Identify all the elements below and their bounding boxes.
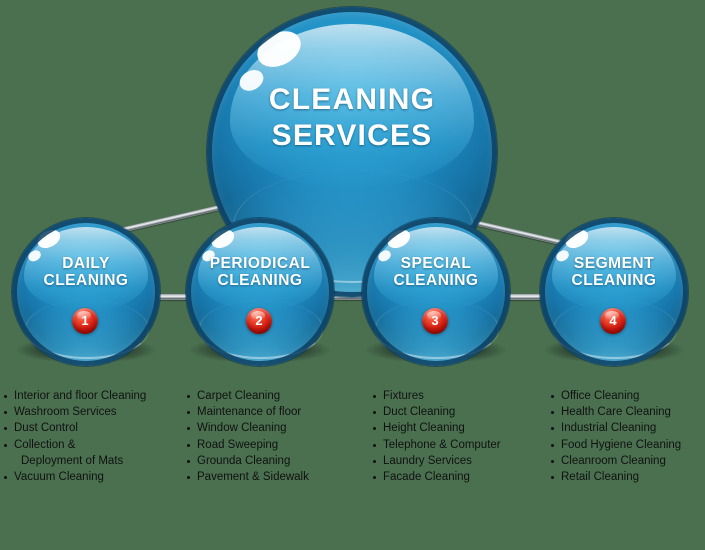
connector-special-segment xyxy=(492,294,550,300)
list-item: Maintenance of floor xyxy=(186,404,309,420)
badge-number-1: 1 xyxy=(72,308,98,334)
connector-periodical-special xyxy=(317,294,375,300)
badge-number-2: 2 xyxy=(246,308,272,334)
list-item: Vacuum Cleaning xyxy=(3,469,146,485)
list-item: Cleanroom Cleaning xyxy=(550,453,681,469)
sphere-special-cleaning[interactable]: SPECIAL CLEANING xyxy=(362,218,510,366)
list-item: Facade Cleaning xyxy=(372,469,501,485)
badge-number-4: 4 xyxy=(600,308,626,334)
service-list-periodical: Carpet Cleaning Maintenance of floor Win… xyxy=(186,388,309,485)
badge-number-3: 3 xyxy=(422,308,448,334)
sphere-periodical-cleaning[interactable]: PERIODICAL CLEANING xyxy=(186,218,334,366)
list-item: Washroom Services xyxy=(3,404,146,420)
sphere-daily-cleaning[interactable]: DAILY CLEANING xyxy=(12,218,160,366)
list-item: Fixtures xyxy=(372,388,501,404)
daily-sphere-body xyxy=(12,218,160,366)
sphere-segment-cleaning[interactable]: SEGMENT CLEANING xyxy=(540,218,688,366)
badge-3-value: 3 xyxy=(431,313,439,328)
list-item: Office Cleaning xyxy=(550,388,681,404)
list-item: Collection & xyxy=(3,437,146,453)
list-item: Food Hygiene Cleaning xyxy=(550,437,681,453)
list-item: Height Cleaning xyxy=(372,420,501,436)
list-item: Interior and floor Cleaning xyxy=(3,388,146,404)
list-item: Road Sweeping xyxy=(186,437,309,453)
list-item: Grounda Cleaning xyxy=(186,453,309,469)
list-item: Carpet Cleaning xyxy=(186,388,309,404)
list-item: Retail Cleaning xyxy=(550,469,681,485)
badge-1-value: 1 xyxy=(81,313,89,328)
list-item: Window Cleaning xyxy=(186,420,309,436)
list-item: Industrial Cleaning xyxy=(550,420,681,436)
list-item: Dust Control xyxy=(3,420,146,436)
list-item: Duct Cleaning xyxy=(372,404,501,420)
list-item: Telephone & Computer xyxy=(372,437,501,453)
badge-2-value: 2 xyxy=(255,313,263,328)
list-item: Health Care Cleaning xyxy=(550,404,681,420)
service-list-segment: Office Cleaning Health Care Cleaning Ind… xyxy=(550,388,681,485)
segment-sphere-body xyxy=(540,218,688,366)
list-item-continuation: Deployment of Mats xyxy=(21,454,124,467)
connector-daily-periodical xyxy=(136,294,196,300)
list-item: Pavement & Sidewalk xyxy=(186,469,309,485)
special-sphere-body xyxy=(362,218,510,366)
periodical-sphere-body xyxy=(186,218,334,366)
list-item: Laundry Services xyxy=(372,453,501,469)
service-list-special: Fixtures Duct Cleaning Height Cleaning T… xyxy=(372,388,501,485)
service-list-daily: Interior and floor Cleaning Washroom Ser… xyxy=(3,388,146,485)
badge-4-value: 4 xyxy=(609,313,617,328)
